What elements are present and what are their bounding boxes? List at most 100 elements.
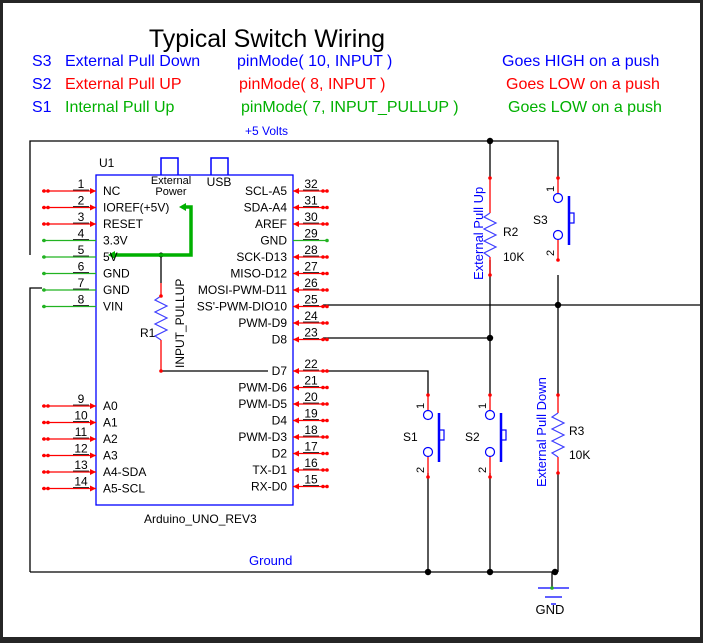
pin-number: 6	[78, 260, 85, 274]
pin-number: 8	[78, 293, 85, 307]
pin-arrow-icon	[90, 452, 96, 459]
pin-arrow-icon	[293, 287, 299, 293]
pin-label: PWM-D5	[238, 397, 287, 411]
resistor-note: INPUT_PULLUP	[173, 279, 187, 368]
arrow-icon	[179, 203, 186, 211]
resistor-zigzag-icon	[153, 295, 169, 341]
legend: S3 External Pull Down pinMode( 10, INPUT…	[32, 53, 662, 116]
pin-arrow-icon	[90, 419, 96, 426]
pin-label: SS'-PWM-DIO10	[197, 300, 288, 314]
switch-pin2: 2	[477, 467, 489, 473]
pin-number: 29	[304, 227, 318, 241]
wires	[29, 137, 700, 588]
legend-switch-ref: S3	[32, 53, 52, 70]
pin-number: 14	[74, 475, 88, 489]
junction-dot	[424, 568, 432, 576]
pin-number: 7	[78, 276, 85, 290]
pin-arrow-icon	[293, 401, 299, 407]
pin-number: 28	[304, 243, 318, 257]
pin-arrow-icon	[90, 403, 96, 409]
pin-label: PWM-D3	[238, 430, 287, 444]
pin-label: TX-D1	[252, 463, 287, 477]
pin-arrow-icon	[90, 221, 96, 227]
pin-arrow-icon	[293, 221, 299, 227]
junction-dot	[486, 137, 494, 145]
arduino-uno[interactable]: U1 Arduino_UNO_REV3 External Power USB 1…	[42, 156, 329, 526]
wire-gnd-pin7	[29, 287, 42, 572]
pin-number: 4	[78, 227, 85, 241]
pin-label: SDA-A4	[244, 201, 288, 215]
pin-arrow-icon	[90, 204, 96, 211]
pin-label: A1	[103, 416, 118, 430]
resistor-ref: R1	[140, 326, 156, 340]
switch-pin1: 1	[477, 403, 489, 409]
pin-number: 18	[304, 423, 318, 437]
resistor-value: 10K	[503, 250, 524, 264]
pin-label: RESET	[103, 217, 144, 231]
external-power-connector	[160, 157, 179, 175]
pin-number: 5	[78, 243, 85, 257]
schematic-title: Typical Switch Wiring	[149, 25, 385, 53]
pin-number: 25	[304, 293, 318, 307]
ioref-5v-link	[113, 205, 193, 257]
legend-description: External Pull UP	[65, 76, 182, 93]
junction-dot	[486, 334, 494, 342]
right-pins: 32SCL-A531SDA-A430AREF29GND28SCK-D1327MI…	[197, 177, 329, 494]
junction-dot	[486, 568, 494, 576]
arrow-icon	[108, 251, 115, 259]
pin-arrow-icon	[293, 188, 299, 194]
pin-label: MOSI-PWM-D11	[198, 283, 287, 297]
switch-pin2: 2	[545, 250, 557, 256]
pin-arrow-icon	[293, 467, 299, 473]
pin-label: GND	[103, 267, 130, 281]
pin-number: 32	[304, 177, 318, 191]
resistor-note: External Pull Down	[534, 377, 549, 487]
gnd-symbol: GND	[536, 586, 569, 617]
pin-label: A0	[103, 399, 118, 413]
pin-number: 24	[304, 309, 318, 323]
net-label-vcc: +5 Volts	[245, 124, 288, 138]
pin-number: 16	[304, 456, 318, 470]
legend-description: Internal Pull Up	[65, 99, 174, 116]
pin-arrow-icon	[293, 336, 299, 343]
connector-label-power: Power	[155, 186, 187, 198]
connector-label-usb: USB	[207, 175, 232, 189]
legend-switch-ref: S1	[32, 99, 52, 116]
legend-code: pinMode( 7, INPUT_PULLUP )	[241, 99, 459, 116]
